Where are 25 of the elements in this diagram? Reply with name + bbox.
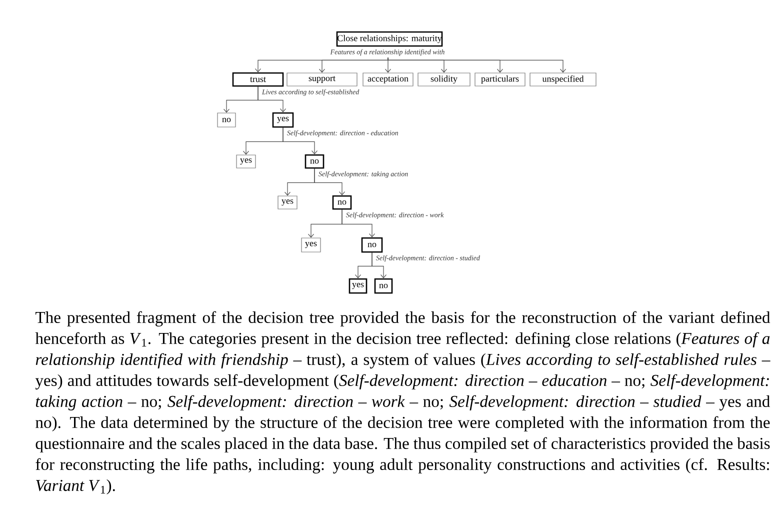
category-box: support (286, 72, 358, 86)
category-box: particulars (474, 72, 526, 86)
outcome-box: yes (272, 112, 294, 128)
outcome-box: yes (236, 154, 256, 168)
category-box: acceptation (362, 72, 414, 86)
outcome-box: yes (301, 238, 321, 252)
category-box: solidity (418, 72, 470, 86)
arrow (318, 57, 388, 73)
caption-text: The presented fragment of the decision tree provided the basis for the reconstruction of the variant defined henceforth as V$_{1}$. The categories present in the decision tree reflected: defining close relations (Features of a relationship identified with friendship – trust), a system of values (Lives according to self-established rules – yes) and attitudes towards self-development (Self-development: direction – education – no; Self-development: taking action – no; Self-development: direction – work – no; Self-development: direction – studied – yes and no). The data determined by the structure of the decision tree were completed with the information from the questionnaire and the scales placed in the data base. The thus compiled set of characteristics provided the basis for reconstructing the life paths, including: young adult personality constructions and activities (cf. Results: Variant V$_{1}$). (35, 311, 770, 494)
outcome-box: no (304, 154, 324, 169)
category-box: trust (232, 72, 284, 87)
outcome-box: yes (348, 278, 368, 294)
arrow (372, 252, 387, 278)
arrow (258, 86, 286, 112)
outcome-box: no (374, 278, 393, 294)
outcome-box: no (332, 195, 352, 210)
outcome-box: no (361, 237, 383, 253)
arrow (388, 57, 566, 73)
arrow (342, 209, 376, 238)
heading-box: Close relationships: maturity (336, 31, 443, 47)
category-box: unspecified (530, 72, 596, 86)
arrow (314, 168, 346, 196)
outcome-box: yes (278, 196, 298, 210)
outcome-box: no (217, 112, 236, 128)
arrow (282, 127, 318, 154)
